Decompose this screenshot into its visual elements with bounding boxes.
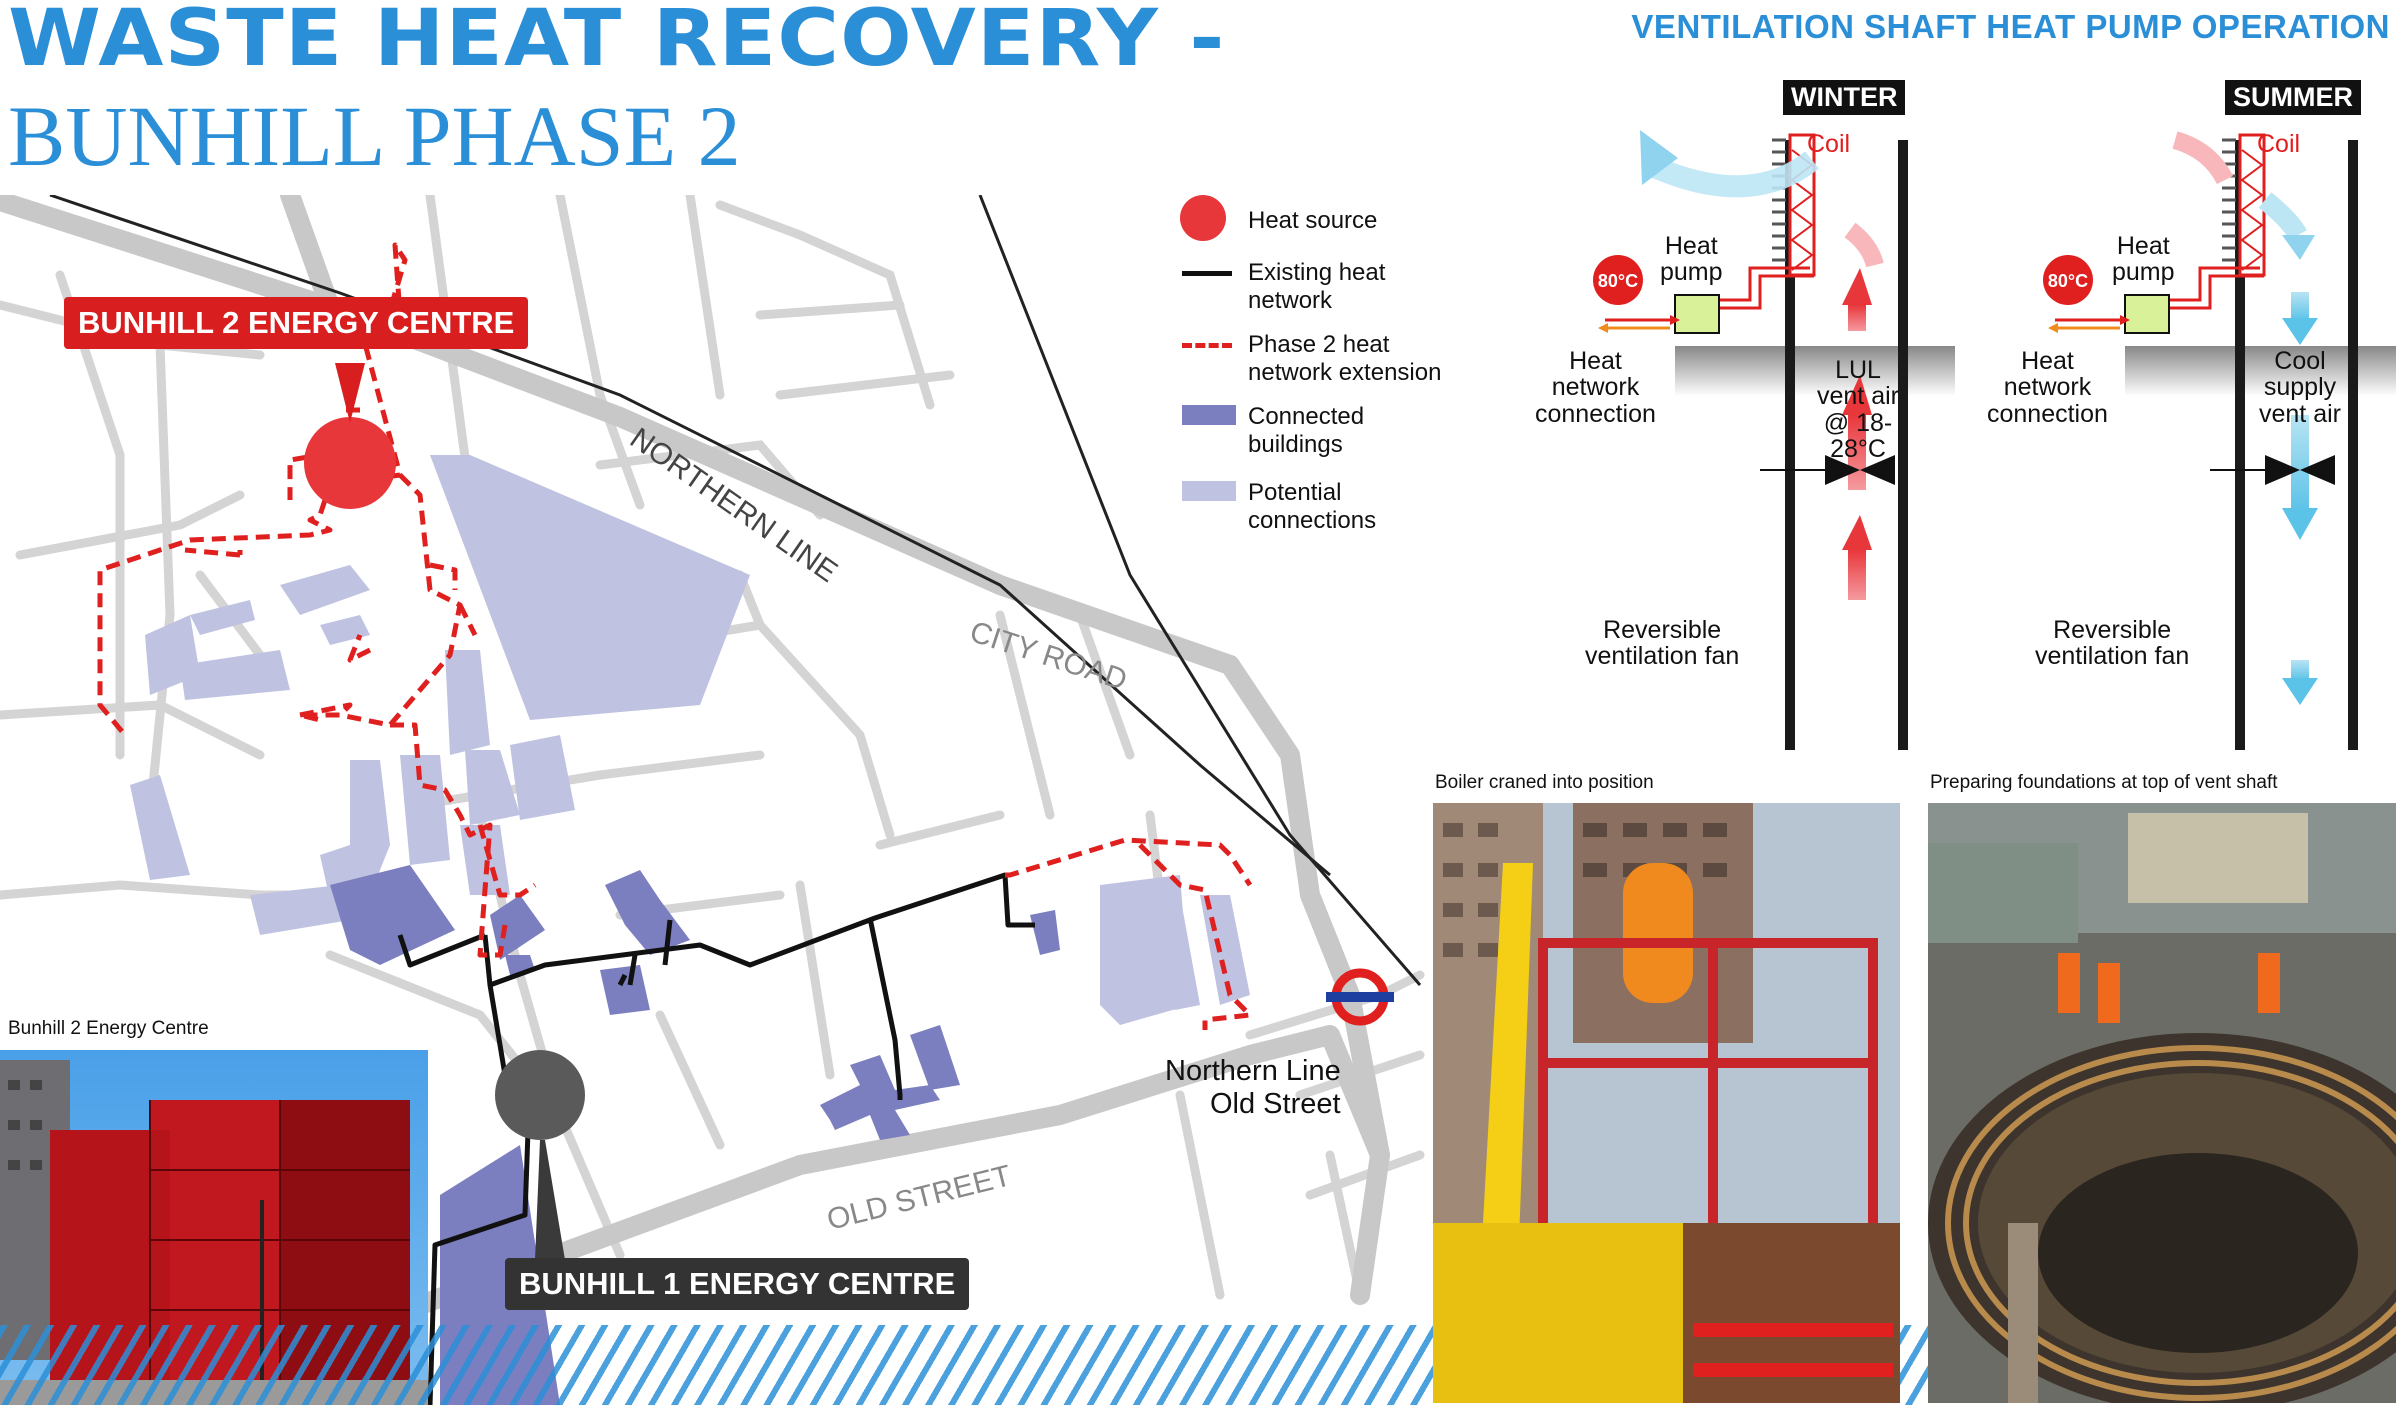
legend-phase2-line2: network extension <box>1248 358 1442 386</box>
summer-coil-label: Coil <box>2257 130 2301 158</box>
legend-potential-line1: Potential <box>1248 479 1342 506</box>
legend: Heat source Existing heat network Phase … <box>1180 195 1460 535</box>
summer-air-line3: vent air <box>2259 399 2341 428</box>
bunhill2-energy-centre-tag: BUNHILL 2 ENERGY CENTRE <box>64 297 529 349</box>
bunhill1-energy-centre-tag: BUNHILL 1 ENERGY CENTRE <box>505 1258 970 1310</box>
potential-buildings <box>130 455 1250 1025</box>
heat-source-marker <box>304 417 396 509</box>
winter-network-label: Heat network connection <box>1535 348 1656 427</box>
summer-hp-line1: Heat <box>2116 232 2170 260</box>
northern-line-track <box>49 195 1422 986</box>
summer-fan-label: Reversible ventilation fan <box>2035 617 2189 670</box>
summer-net-line2: network <box>2003 373 2092 402</box>
summer-air-line1: Cool <box>2274 347 2326 375</box>
legend-heat-source-label: Heat source <box>1248 207 1378 234</box>
legend-potential-swatch <box>1182 481 1236 501</box>
winter-heat-pump-box <box>1674 294 1720 334</box>
legend-existing-network-swatch <box>1182 271 1232 276</box>
winter-net-line2: network <box>1551 373 1640 402</box>
boiler-photo-caption: Boiler craned into position <box>1435 772 1654 793</box>
ventilation-title: VENTILATION SHAFT HEAT PUMP OPERATION <box>1631 8 2390 45</box>
legend-phase2-swatch <box>1182 343 1232 348</box>
summer-heat-pump-label: Heat pump <box>2112 233 2175 286</box>
summer-hp-line2: pump <box>2112 258 2175 287</box>
underground-roundel-icon <box>1326 968 1394 1026</box>
ground-winter <box>1675 346 1955 396</box>
winter-air-label: LUL vent air @ 18- 28°C <box>1803 357 1913 462</box>
legend-connected-line1: Connected <box>1248 403 1365 430</box>
legend-existing-line2: network <box>1248 286 1333 314</box>
legend-connected-swatch <box>1182 405 1236 425</box>
winter-fan-icon <box>1825 455 1860 485</box>
winter-air-line3: @ 18- <box>1823 408 1893 437</box>
winter-fan-label: Reversible ventilation fan <box>1585 617 1739 670</box>
winter-fan-line2: ventilation fan <box>1585 642 1740 671</box>
svg-text:80°C: 80°C <box>2048 271 2088 291</box>
summer-fan-line2: ventilation fan <box>2035 642 2190 671</box>
summer-heat-pump-box <box>2124 294 2170 334</box>
station-label-line1: Northern Line <box>1165 1055 1341 1087</box>
foundations-photo-image <box>1928 803 2396 1403</box>
bunhill1-marker <box>495 1050 585 1140</box>
winter-fan-line1: Reversible <box>1603 616 1722 644</box>
winter-air-line1: LUL <box>1835 356 1881 384</box>
summer-air-line2: supply <box>2263 373 2337 402</box>
summer-net-line1: Heat <box>2021 347 2074 375</box>
summer-fan-line1: Reversible <box>2053 616 2172 644</box>
winter-season-badge: WINTER <box>1783 80 1906 115</box>
legend-heat-source-swatch <box>1180 195 1226 241</box>
page-subtitle: BUNHILL PHASE 2 <box>8 88 741 184</box>
legend-connected-line2: buildings <box>1248 430 1343 458</box>
foundations-photo <box>1928 803 2396 1403</box>
page-title: WASTE HEAT RECOVERY - <box>8 0 1226 84</box>
legend-phase2-label: Phase 2 heat network extension <box>1248 331 1441 386</box>
legend-potential-line2: connections <box>1248 506 1377 534</box>
summer-net-line3: connection <box>1987 399 2108 428</box>
legend-connected-label: Connected buildings <box>1248 403 1364 458</box>
winter-hp-line1: Heat <box>1664 232 1718 260</box>
old-street-label: OLD STREET <box>824 1159 1015 1237</box>
winter-air-line2: vent air <box>1817 382 1899 411</box>
station-label-line2: Old Street <box>1210 1088 1341 1120</box>
bunhill2-photo-caption: Bunhill 2 Energy Centre <box>8 1018 209 1039</box>
summer-diagram: 80°C <box>2043 131 2358 750</box>
summer-network-label: Heat network connection <box>1987 348 2108 427</box>
legend-existing-network-label: Existing heat network <box>1248 259 1385 314</box>
winter-diagram: 80°C <box>1593 130 1908 750</box>
legend-phase2-line1: Phase 2 heat <box>1248 331 1390 358</box>
summer-temp-badge <box>2043 255 2093 305</box>
svg-text:80°C: 80°C <box>1598 271 1638 291</box>
legend-potential-label: Potential connections <box>1248 479 1376 534</box>
summer-season-badge: SUMMER <box>2225 80 2361 115</box>
ventilation-diagram: 80°C 80°C <box>1593 130 2396 750</box>
winter-air-line4: 28°C <box>1830 434 1886 463</box>
legend-existing-line1: Existing heat <box>1248 259 1386 286</box>
winter-net-line1: Heat <box>1569 347 1622 375</box>
hatch-decoration <box>0 1325 1433 1405</box>
winter-heat-pump-label: Heat pump <box>1660 233 1723 286</box>
summer-fan-icon <box>2265 455 2300 485</box>
winter-temp-badge <box>1593 255 1643 305</box>
boiler-photo-image <box>1433 803 1900 1403</box>
winter-hp-line2: pump <box>1660 258 1723 287</box>
boiler-photo <box>1433 803 1900 1403</box>
summer-air-label: Cool supply vent air <box>2245 348 2355 427</box>
foundations-photo-caption: Preparing foundations at top of vent sha… <box>1930 772 2278 793</box>
hatch-decoration-right <box>1900 1325 1928 1405</box>
network-map: NORTHERN LINE CITY ROAD OLD STREET North… <box>0 195 1425 1405</box>
winter-coil-label: Coil <box>1807 130 1851 158</box>
winter-net-line3: connection <box>1535 399 1656 428</box>
